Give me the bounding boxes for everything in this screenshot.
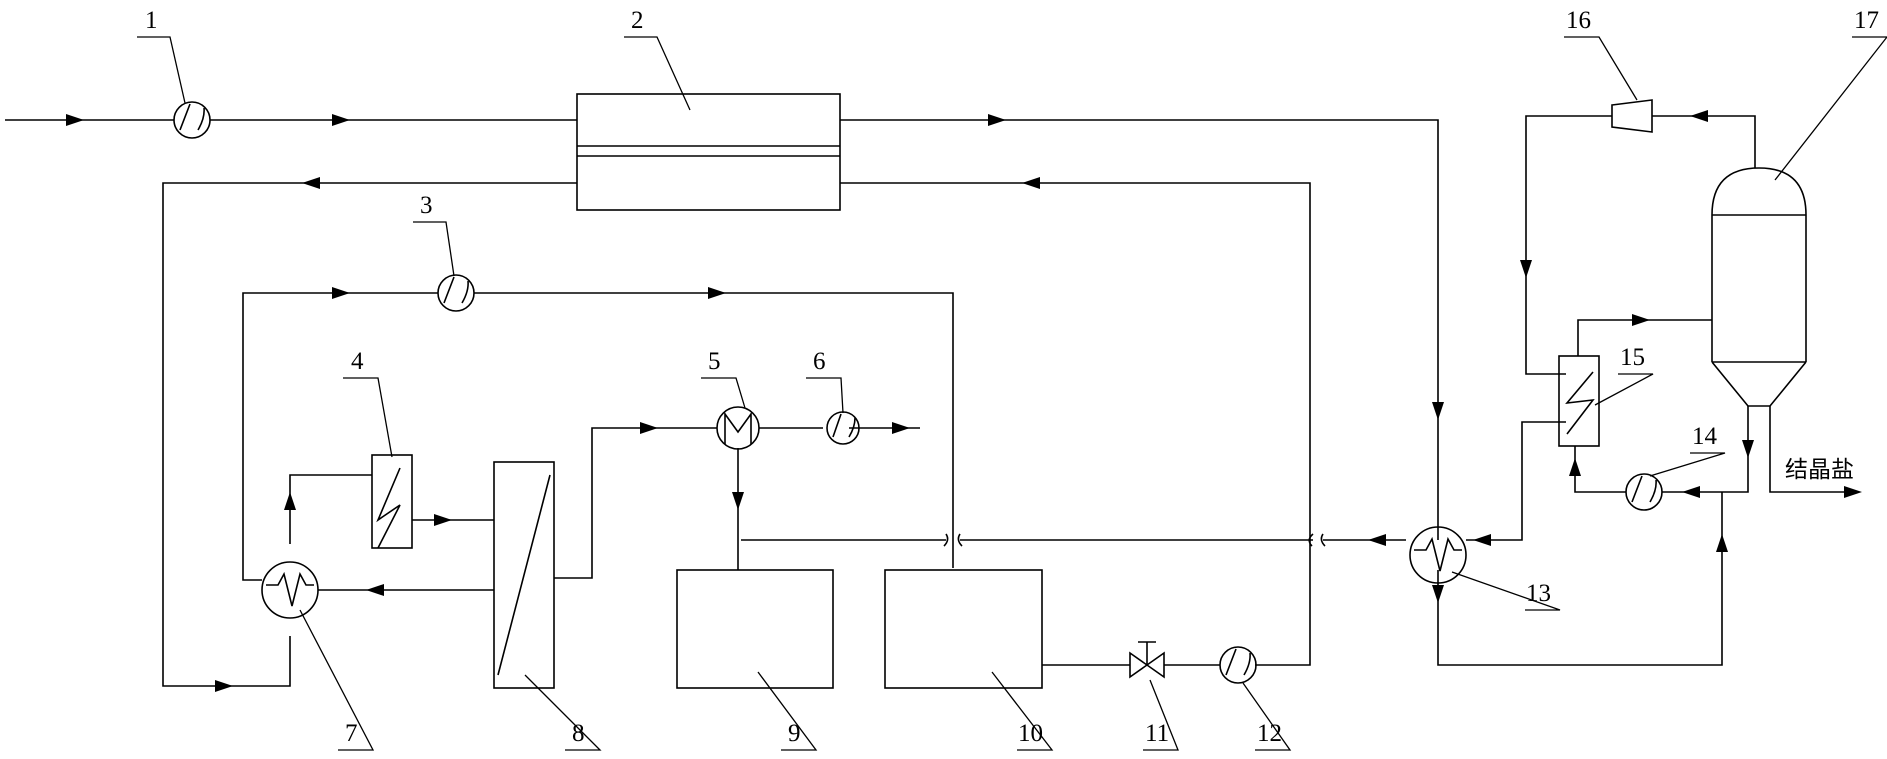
label-5: 5	[708, 348, 721, 375]
label-9: 9	[788, 720, 801, 747]
label-6: 6	[813, 348, 826, 375]
label-8: 8	[572, 720, 585, 747]
line-16-to-15	[1525, 115, 1612, 375]
column-17	[1711, 167, 1807, 407]
pump-12	[1219, 646, 1257, 684]
heat-exchanger-7	[261, 561, 319, 619]
label-16: 16	[1566, 7, 1591, 34]
leader-lines	[137, 36, 1887, 751]
pump-14	[1625, 473, 1663, 511]
line-8-to-5	[554, 427, 717, 579]
line-12-to-2	[840, 182, 1311, 666]
label-14: 14	[1692, 423, 1718, 450]
label-17: 17	[1854, 7, 1879, 34]
line-salt-out	[1769, 406, 1858, 493]
membrane-stack-8	[493, 461, 555, 689]
crossover-mark	[1308, 533, 1326, 547]
membrane-unit-2	[576, 93, 841, 211]
label-2: 2	[631, 7, 644, 34]
line-17-to-15	[1577, 319, 1712, 356]
cooler-4	[371, 454, 413, 549]
compressor-16	[1611, 99, 1653, 133]
label-11: 11	[1145, 720, 1169, 747]
pump-3	[437, 274, 475, 312]
flow-arrows	[66, 110, 1862, 692]
crossover-mark	[943, 533, 963, 547]
label-3: 3	[420, 192, 433, 219]
line-7-to-4	[289, 474, 372, 544]
line-7-loop-3	[242, 292, 954, 581]
fan-1	[173, 101, 211, 139]
line-13-to-15	[1466, 421, 1566, 541]
line-2-to-13	[840, 119, 1439, 540]
label-12: 12	[1257, 720, 1282, 747]
valve-11	[1129, 641, 1165, 679]
heat-exchanger-13	[1409, 526, 1467, 584]
exchanger-15	[1558, 355, 1600, 447]
label-7: 7	[345, 720, 358, 747]
equipment-labels: 1 2 3 4 5 6 7 8 9 10 11 12 13 14 15 16 1…	[145, 7, 1879, 747]
line-2-to-7	[162, 182, 577, 687]
crystal-salt-label: 结晶盐	[1785, 457, 1854, 483]
label-1: 1	[145, 7, 158, 34]
label-10: 10	[1018, 720, 1043, 747]
label-4: 4	[351, 348, 364, 375]
tank-9	[676, 569, 834, 689]
line-17-to-16	[1652, 115, 1756, 168]
condenser-5	[716, 406, 760, 450]
label-13: 13	[1526, 580, 1551, 607]
label-15: 15	[1620, 344, 1645, 371]
line-14-to-15	[1574, 446, 1626, 493]
tank-10	[884, 569, 1043, 689]
line-13-loop	[1437, 492, 1723, 666]
